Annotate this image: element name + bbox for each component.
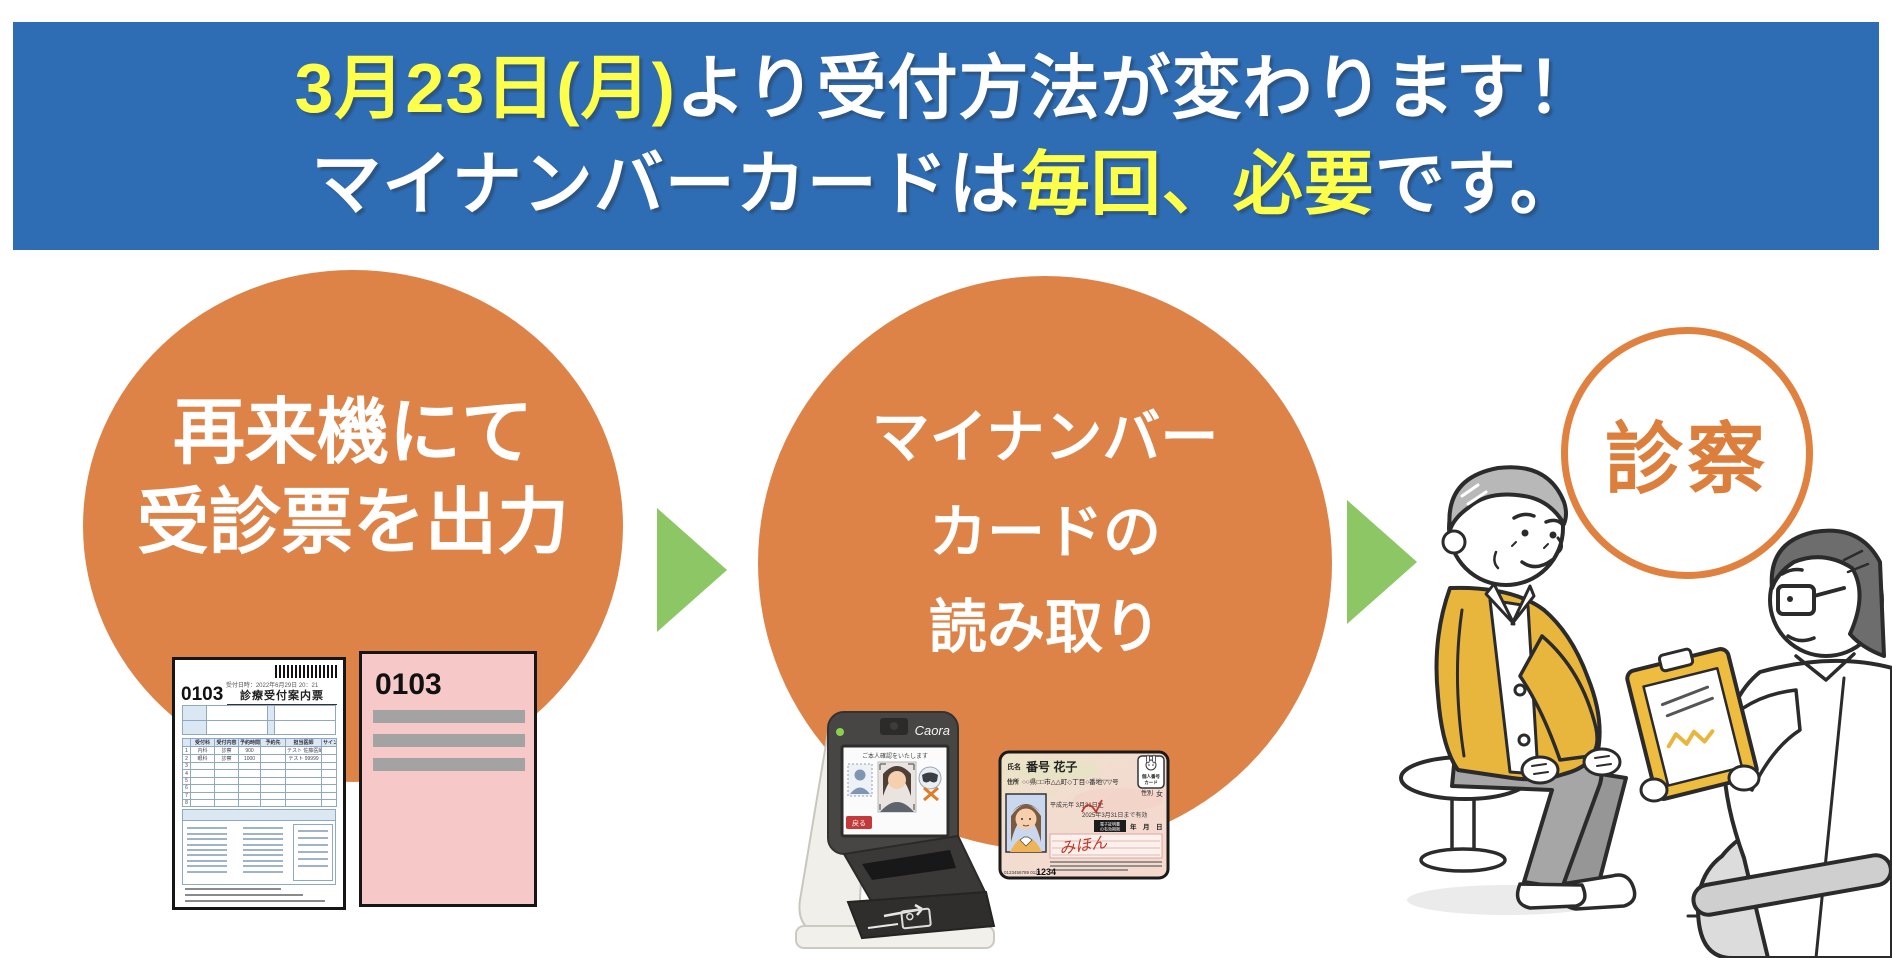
doctor-hair — [1769, 528, 1886, 658]
patient-info-line — [207, 720, 335, 721]
bottom-col-3 — [293, 824, 333, 881]
receipt-number: 0103 — [181, 684, 224, 705]
table-header-row: 受付科 受付内容 予約時間 予約先 担当医師 サイン — [182, 738, 337, 747]
patient-ear — [1441, 529, 1467, 555]
svg-text:戻る: 戻る — [852, 819, 866, 828]
specimen-script: みほん — [1058, 834, 1109, 858]
card-name-label: 氏名 — [1007, 762, 1021, 771]
banner-line2-start: マイナンバーカードは — [311, 145, 1020, 223]
step2-title-line3: 読み取り — [928, 595, 1161, 660]
cert-label-box — [1094, 820, 1126, 832]
table-row: 3 — [182, 761, 337, 771]
step1-title-line1: 再来機にて — [172, 393, 533, 473]
silhouette-icon — [854, 769, 866, 781]
card-address-label: 住所 — [1007, 778, 1019, 786]
elderly-patient — [1434, 465, 1637, 911]
clipboard-squiggle — [1666, 729, 1715, 749]
step2-title: マイナンバー カードの 読み取り — [758, 390, 1332, 675]
card-gender-label: 性別 — [1141, 789, 1153, 797]
step-arrow-1 — [657, 508, 727, 632]
table-row: 8 — [182, 798, 337, 808]
step3-label: 診察 — [1604, 415, 1769, 503]
card-name: 番号 花子 — [1025, 759, 1077, 774]
table-row: 1 内科 診察 900 テスト 佐藤医師 — [182, 746, 337, 755]
step2-title-line1: マイナンバー — [871, 405, 1219, 470]
number-ticket: 0103 — [359, 651, 537, 907]
card-number: 1234 — [1036, 867, 1056, 877]
ticket-bar — [373, 758, 525, 771]
bottom-col-2 — [241, 824, 285, 881]
receipt-datetime: 受付日時：2022年6月29日 20：21 — [225, 683, 319, 689]
table-row: 4 — [182, 769, 337, 778]
svg-text:電子証明書: 電子証明書 — [1100, 821, 1120, 827]
barcode — [275, 665, 337, 678]
svg-text:カード: カード — [1144, 779, 1158, 786]
card-gender: 女 — [1156, 789, 1163, 798]
table-row: 5 — [182, 776, 337, 786]
table-row: 6 — [182, 784, 337, 793]
table-row: 7 — [182, 791, 337, 800]
patient-info-label — [183, 706, 207, 720]
table-row: 2 眼科 診察 1000 テスト 99999 — [182, 754, 337, 763]
ticket-bar — [373, 734, 525, 747]
ticket-number: 0103 — [375, 668, 442, 701]
banner-line-2: マイナンバーカードは毎回、必要です。 — [311, 143, 1581, 225]
card-valid-until: 2025年3月31日まで有効 — [1082, 811, 1147, 819]
glasses-icon — [1776, 584, 1816, 616]
svg-text:の有効期限: の有効期限 — [1100, 826, 1120, 832]
ng-cross-icon — [923, 786, 939, 802]
receipt-title: 診療受付案内票 — [227, 687, 337, 705]
doctor — [1625, 528, 1892, 958]
status-led — [836, 728, 844, 736]
card-birth: 平成元年 3月31日生 — [1050, 801, 1104, 809]
card-address: ○○県□□市△△町◇丁目○番地▽▽号 — [1022, 777, 1119, 786]
banner-line1-rest: より受付方法が変わります！ — [675, 49, 1598, 127]
screen-caption: ご本人確認をいたします — [862, 752, 928, 760]
back-button — [846, 816, 872, 829]
step1-title-line2: 受診票を出力 — [136, 483, 569, 563]
card-serial: 0123456789 0123 — [1004, 870, 1041, 875]
step2-title-line2: カードの — [928, 500, 1161, 565]
reception-guide-sheet: 受付日時：2022年6月29日 20：21 0103 診療受付案内票 受付科 受… — [172, 657, 346, 910]
banner-line2-end: です。 — [1374, 145, 1581, 223]
bottom-header-strip — [183, 810, 335, 821]
reception-table: 受付科 受付内容 予約時間 予約先 担当医師 サイン 1 内科 診察 900 テ… — [182, 738, 337, 808]
red-check-mark — [1081, 799, 1103, 814]
banner-everytime-highlight: 毎回、必要 — [1019, 145, 1375, 223]
chair-armrest — [1691, 853, 1892, 917]
patient-info-box — [182, 705, 336, 735]
bottom-col-1 — [185, 824, 229, 881]
step1-circle: 再来機にて 受診票を出力 — [83, 270, 623, 782]
card-reader-device: Caora ご本人確認をいたします 戻る — [795, 711, 996, 949]
clipboard — [1625, 647, 1759, 801]
receipt-bottom-section — [182, 809, 336, 885]
step1-title: 再来機にて 受診票を出力 — [83, 388, 623, 568]
ticket-bar — [373, 710, 525, 723]
announcement-banner: 3月23日(月)より受付方法が変わります！ マイナンバーカードは毎回、必要です。 — [13, 22, 1879, 250]
banner-line-1: 3月23日(月)より受付方法が変わります！ — [294, 47, 1597, 129]
mynumber-card: 氏名 番号 花子 住所 ○○県□□市△△町◇丁目○番地▽▽号 個人番号 カード … — [998, 750, 1170, 880]
patient-hair — [1447, 465, 1568, 532]
card-date-fields: 年 月 日 — [1130, 822, 1163, 831]
banner-date-highlight: 3月23日(月) — [294, 49, 676, 127]
patient-info-label2 — [183, 720, 207, 734]
examination-illustration — [1399, 465, 1892, 958]
svg-text:個人番号: 個人番号 — [1141, 773, 1160, 780]
step3-circle: 診察 — [1561, 327, 1813, 579]
device-brand-logo: Caora — [915, 723, 950, 738]
card-badge — [1137, 755, 1165, 789]
receipt-footnotes — [185, 888, 325, 906]
